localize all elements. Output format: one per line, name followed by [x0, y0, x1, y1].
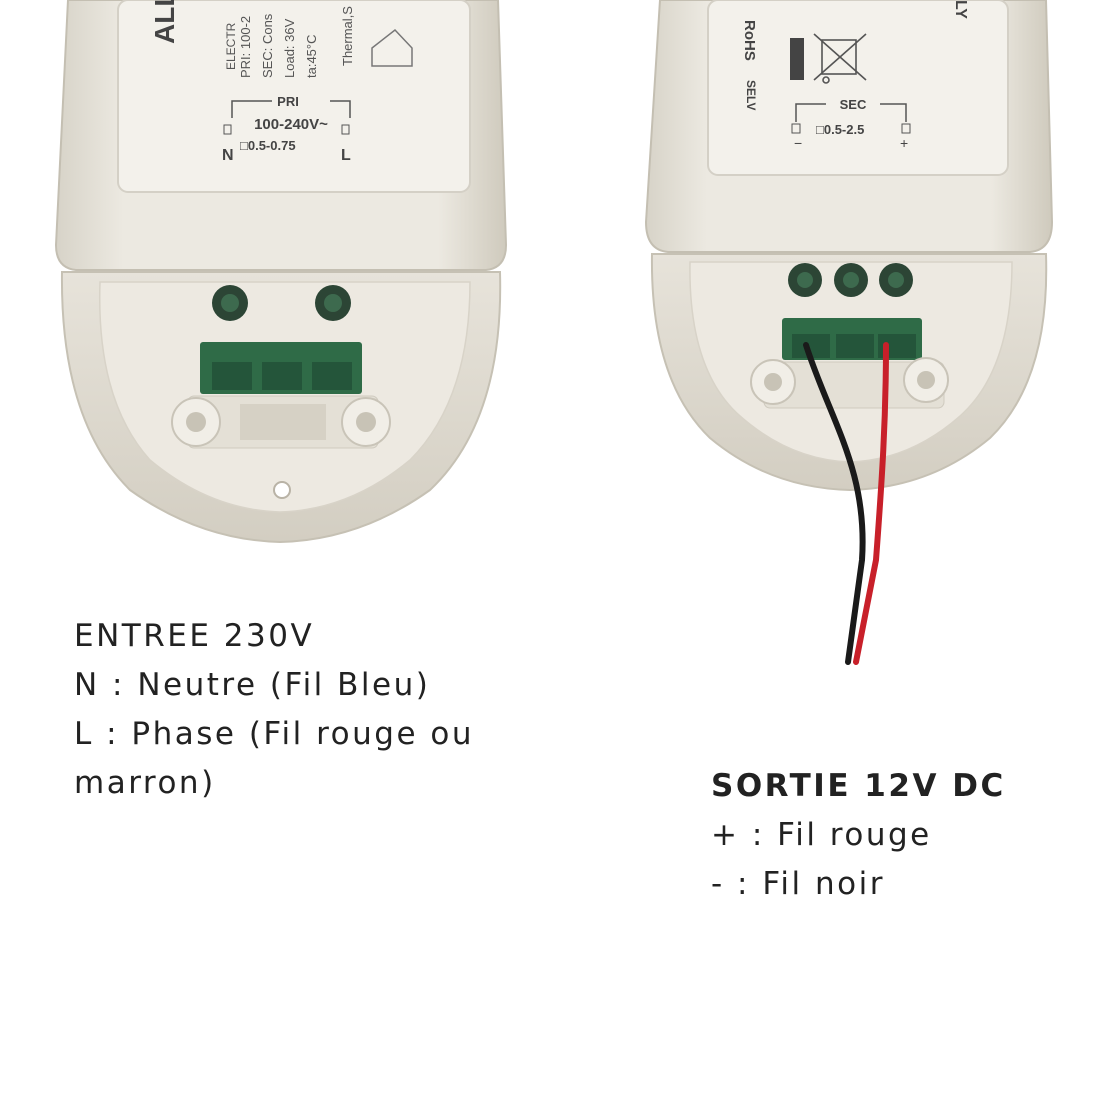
screw-hole [843, 272, 859, 288]
mount-hole [764, 373, 782, 391]
input-terminal-block-slot [312, 362, 352, 390]
output-plus: + [900, 135, 908, 151]
input-label-panel [117, 0, 471, 193]
terminal-square-icon [341, 124, 350, 135]
input-spec-lines: PRI: 100-2 SEC: Cons Load: 36V ta:45°C T… [238, 6, 355, 78]
cable-clamp-slot [240, 404, 326, 440]
output-label-panel [707, 0, 1009, 176]
input-left-terminal: N [222, 147, 234, 164]
small-hole [273, 481, 291, 499]
output-rohs-text: RoHS [741, 20, 758, 61]
input-spec-line: ta:45°C [304, 34, 319, 78]
input-unit: ALL ELECTR PRI: 100-2 SEC: Cons Load: 36… [54, 0, 508, 544]
screw-hole [888, 272, 904, 288]
input-spec-line: SEC: Cons [260, 13, 275, 78]
output-caption-title: SORTIE 12V DC [711, 768, 1006, 804]
screw-hole [797, 272, 813, 288]
input-terminal-diagram: PRI 100-240V~ N □0.5-0.75 L [222, 94, 351, 164]
output-minus: − [794, 135, 802, 151]
input-caption-title: ENTREE 230V [74, 618, 315, 654]
input-spec-line: Load: 36V [282, 18, 297, 78]
screw-hole [324, 294, 342, 312]
input-caption: ENTREE 230V N : Neutre (Fil Bleu) L : Ph… [74, 612, 474, 808]
input-terminal-block-slot [212, 362, 252, 390]
terminal-square-icon [791, 123, 801, 134]
terminal-square-icon [223, 124, 232, 135]
screw-hole [221, 294, 239, 312]
weee-bin-icon [813, 33, 867, 84]
black-wire [803, 342, 866, 665]
input-right-terminal: L [341, 147, 351, 164]
input-caption-phase-cont: marron) [74, 765, 216, 801]
output-caption: SORTIE 12V DC + : Fil rouge - : Fil noir [711, 762, 1006, 909]
input-terminal-title: PRI [277, 94, 299, 109]
output-caption-minus: - : Fil noir [711, 866, 885, 902]
input-caption-neutral: N : Neutre (Fil Bleu) [74, 667, 431, 703]
output-label-fragment: LY [952, 0, 969, 19]
house-icon [371, 28, 413, 67]
input-wire-gauge: □0.5-0.75 [240, 138, 296, 153]
input-spec-line: Thermal,S [340, 6, 355, 66]
output-selv-text: SELV [744, 80, 758, 110]
output-terminal-diagram: SEC − □0.5-2.5 + [791, 97, 911, 151]
mount-hole [917, 371, 935, 389]
terminal-square-icon [901, 123, 911, 134]
input-caption-phase: L : Phase (Fil rouge ou [74, 716, 474, 752]
output-unit: LY RoHS SELV SEC − □0.5-2.5 + [644, 0, 1054, 665]
input-brand-text: ALL [149, 0, 180, 44]
input-spec-line: PRI: 100-2 [238, 16, 253, 78]
output-caption-plus: + : Fil rouge [711, 817, 932, 853]
input-brand-subtext: ELECTR [224, 22, 238, 70]
output-wire-gauge: □0.5-2.5 [816, 122, 864, 137]
weee-bar [790, 38, 804, 80]
input-terminal-block-slot [262, 362, 302, 390]
output-terminal-block-slot [836, 334, 874, 358]
red-wire [853, 342, 889, 665]
mount-hole [186, 412, 206, 432]
output-terminal-title: SEC [840, 97, 867, 112]
input-voltage: 100-240V~ [254, 116, 328, 133]
mount-hole [356, 412, 376, 432]
